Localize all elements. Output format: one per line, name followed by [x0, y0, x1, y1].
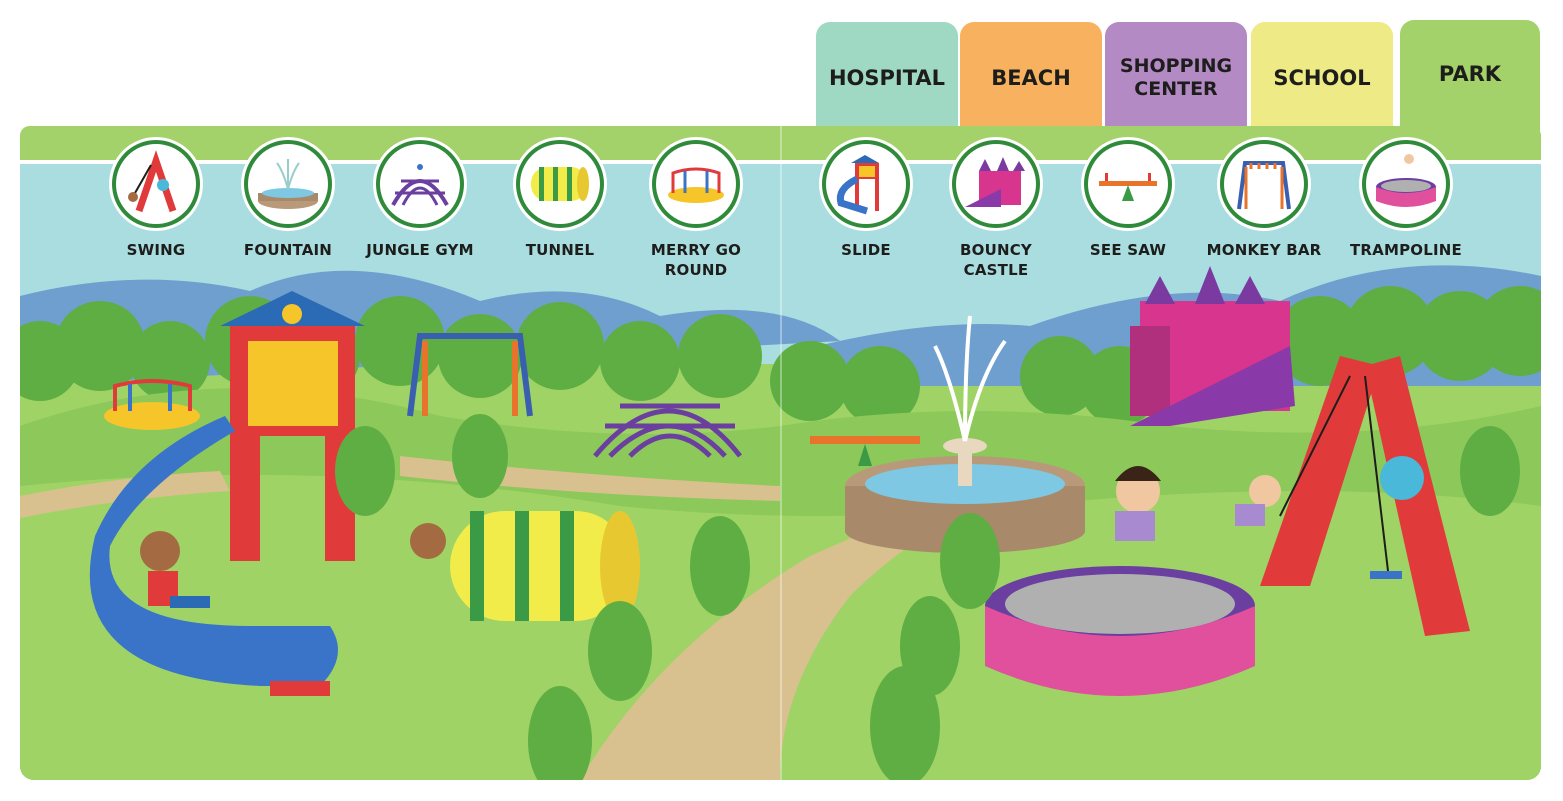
trampoline-scene	[985, 566, 1255, 696]
jungle-gym-icon[interactable]	[376, 140, 464, 228]
foreground-bushes	[335, 414, 1520, 780]
slide-playhouse	[89, 291, 365, 696]
girl-trampoline	[1115, 466, 1161, 541]
icon-label: SWING	[126, 241, 186, 259]
icon-label: TRAMPOLINE	[1349, 241, 1462, 259]
icon-label: TUNNEL	[525, 241, 595, 259]
icon-item-monkey-bar[interactable]: MONKEY BAR	[1194, 140, 1334, 260]
tab-beach[interactable]: BEACH	[960, 22, 1102, 126]
icon-item-trampoline[interactable]: TRAMPOLINE	[1336, 140, 1476, 260]
boy-on-slide	[140, 531, 210, 608]
icon-label: JUNGLE GYM	[366, 241, 474, 259]
dirt-path	[580, 496, 980, 780]
merry-go-round-icon[interactable]	[652, 140, 740, 228]
girl-swing	[1235, 475, 1281, 526]
park-scene-board: SWING FOUNTAIN JUNGLE GYM	[20, 126, 1541, 780]
icon-item-see-saw[interactable]: SEE SAW	[1058, 140, 1198, 260]
tab-hospital[interactable]: HOSPITAL	[816, 22, 958, 126]
icon-label: SLIDE	[841, 241, 891, 259]
swing-icon[interactable]	[112, 140, 200, 228]
category-tabs: HOSPITAL BEACH SHOPPING CENTER SCHOOL PA…	[0, 0, 1563, 140]
slide-icon[interactable]	[822, 140, 910, 228]
fountain-scene	[845, 315, 1085, 553]
icon-label: BOUNCY CASTLE	[960, 241, 1032, 279]
monkey-bar-scene	[407, 333, 533, 417]
page-spine	[780, 126, 782, 780]
tab-school[interactable]: SCHOOL	[1251, 22, 1393, 126]
tab-shopping-center[interactable]: SHOPPING CENTER	[1105, 22, 1247, 126]
icon-label: MONKEY BAR	[1206, 241, 1322, 259]
monkey-bar-icon[interactable]	[1220, 140, 1308, 228]
icon-label: SEE SAW	[1089, 241, 1167, 259]
park-scene-illustration	[20, 126, 1541, 780]
icon-label: MERRY GO ROUND	[650, 241, 742, 279]
icon-item-tunnel[interactable]: TUNNEL	[490, 140, 630, 260]
tunnel-icon[interactable]	[516, 140, 604, 228]
tab-park[interactable]: PARK	[1400, 20, 1540, 140]
jungle-gym-scene	[593, 403, 742, 458]
icon-item-fountain[interactable]: FOUNTAIN	[218, 140, 358, 260]
icon-item-bouncy-castle[interactable]: BOUNCY CASTLE	[926, 140, 1066, 280]
bouncy-castle-scene	[1130, 266, 1295, 426]
trampoline-icon[interactable]	[1362, 140, 1450, 228]
icon-label: FOUNTAIN	[243, 241, 333, 259]
icon-item-slide[interactable]: SLIDE	[796, 140, 936, 260]
icon-item-merry-go-round[interactable]: MERRY GO ROUND	[626, 140, 766, 280]
swing-set-scene	[1260, 356, 1470, 636]
tunnel-scene	[410, 511, 640, 621]
bouncy-castle-icon[interactable]	[952, 140, 1040, 228]
fountain-icon[interactable]	[244, 140, 332, 228]
see-saw-scene	[810, 436, 920, 466]
merry-go-round-scene	[104, 379, 200, 430]
see-saw-icon[interactable]	[1084, 140, 1172, 228]
icon-item-swing[interactable]: SWING	[86, 140, 226, 260]
icon-item-jungle-gym[interactable]: JUNGLE GYM	[350, 140, 490, 260]
